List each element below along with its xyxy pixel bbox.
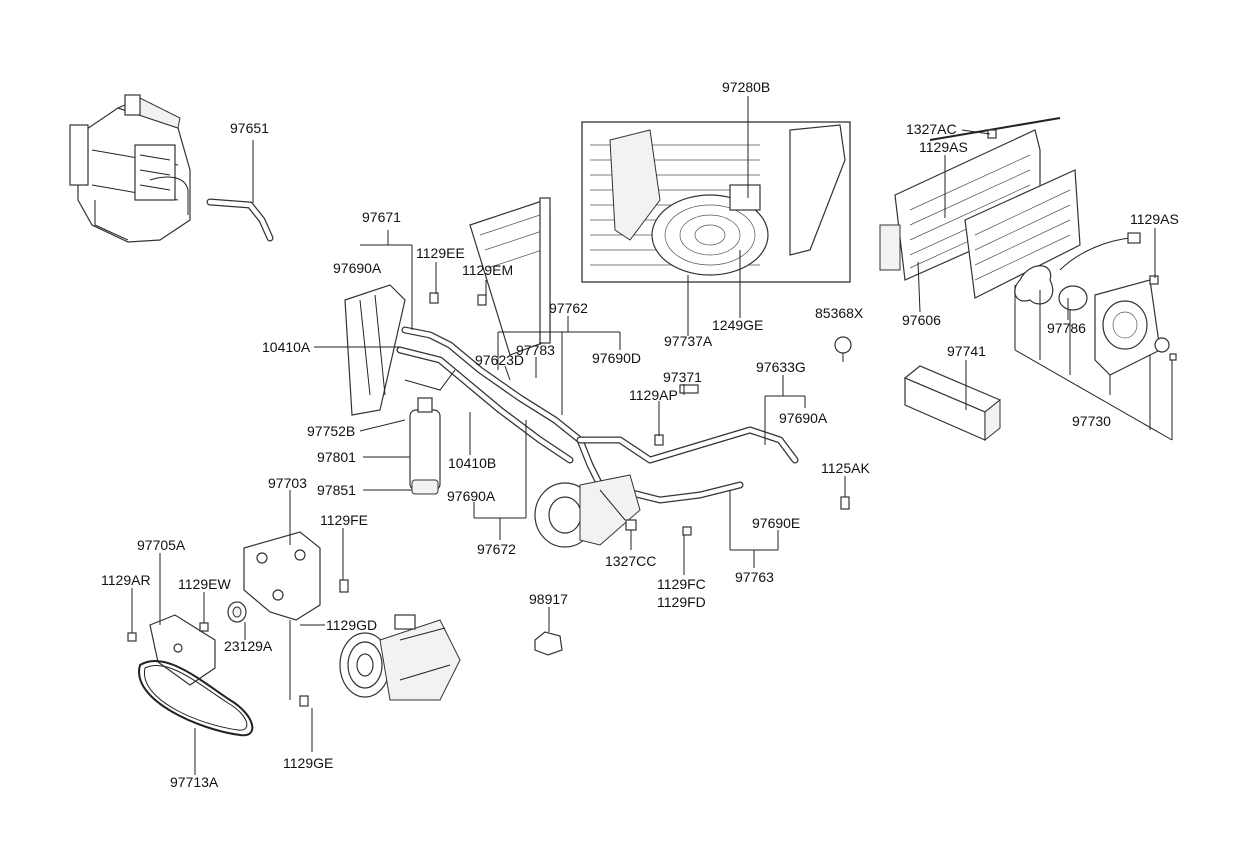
label-97851: 97851 (317, 482, 356, 498)
label-97741: 97741 (947, 343, 986, 359)
label-1129as-right: 1129AS (1130, 211, 1179, 227)
label-97752b: 97752B (307, 423, 356, 439)
label-1249ge: 1249GE (712, 317, 764, 333)
compressor-assembly-drawing (339, 614, 461, 701)
label-98917: 98917 (529, 591, 568, 607)
label-97371: 97371 (663, 369, 702, 385)
leader-lines (131, 129, 1173, 752)
evaporator-unit-drawing (69, 94, 191, 243)
cooling-fan-drawing (1014, 232, 1170, 376)
label-1129gd: 1129GD (326, 617, 378, 633)
label-97623d: 97623D (475, 352, 525, 368)
label-97280b: 97280B (722, 79, 771, 95)
label-97730: 97730 (1072, 413, 1111, 429)
label-97801: 97801 (317, 449, 356, 465)
label-97671: 97671 (362, 209, 401, 225)
condenser-radiator-drawing (879, 117, 1081, 299)
label-23129a: 23129A (224, 638, 273, 654)
label-10410a: 10410A (262, 339, 311, 355)
label-97651: 97651 (230, 120, 269, 136)
label-85368x: 85368X (815, 305, 864, 321)
label-97690e: 97690E (752, 515, 801, 531)
ac-hoses-drawing (396, 326, 799, 504)
label-97705a: 97705A (137, 537, 186, 553)
label-10410b: 10410B (448, 455, 497, 471)
idler-pulley-drawing (227, 601, 247, 623)
label-97633g: 97633G (756, 359, 806, 375)
label-97690a-mid: 97690A (447, 488, 496, 504)
drain-hose-drawing (206, 140, 274, 242)
condenser-frame-drawing (344, 197, 551, 416)
receiver-drier-drawing (409, 397, 441, 495)
label-97737a: 97737A (664, 333, 713, 349)
label-1129ap: 1129AP (629, 387, 678, 403)
label-1327ac: 1327AC (906, 121, 957, 137)
label-1327cc: 1327CC (605, 553, 657, 569)
label-97690a-right: 97690A (779, 410, 828, 426)
foam-block-drawing (903, 365, 1002, 442)
label-97606: 97606 (902, 312, 941, 328)
label-1129fd: 1129FD (657, 594, 706, 610)
label-97713a: 97713A (170, 774, 219, 790)
fan-shroud-inset-drawing (581, 96, 851, 336)
label-1129as-top: 1129AS (919, 139, 968, 155)
label-1125ak: 1125AK (821, 460, 870, 476)
label-1129fe: 1129FE (320, 512, 368, 528)
bolts-drawing (127, 129, 1177, 707)
v-belt-drawing (138, 659, 254, 775)
label-1129ee: 1129EE (416, 245, 465, 261)
grommet-drawing (834, 336, 852, 362)
label-97783: 97783 (516, 342, 555, 358)
label-1129fc: 1129FC (657, 576, 706, 592)
label-97672: 97672 (477, 541, 516, 557)
label-97762: 97762 (549, 300, 588, 316)
cap-drawing (534, 631, 563, 656)
label-1129ew: 1129EW (178, 576, 231, 592)
label-1129ge: 1129GE (283, 755, 334, 771)
compressor-on-hose-drawing (534, 474, 641, 548)
label-1129ar: 1129AR (101, 572, 151, 588)
compressor-bracket-drawing (243, 515, 321, 621)
label-97703: 97703 (268, 475, 307, 491)
label-97763: 97763 (735, 569, 774, 585)
label-97690d: 97690D (592, 350, 642, 366)
label-97690a-top: 97690A (333, 260, 382, 276)
label-1129em: 1129EM (462, 262, 514, 278)
label-97786: 97786 (1047, 320, 1086, 336)
